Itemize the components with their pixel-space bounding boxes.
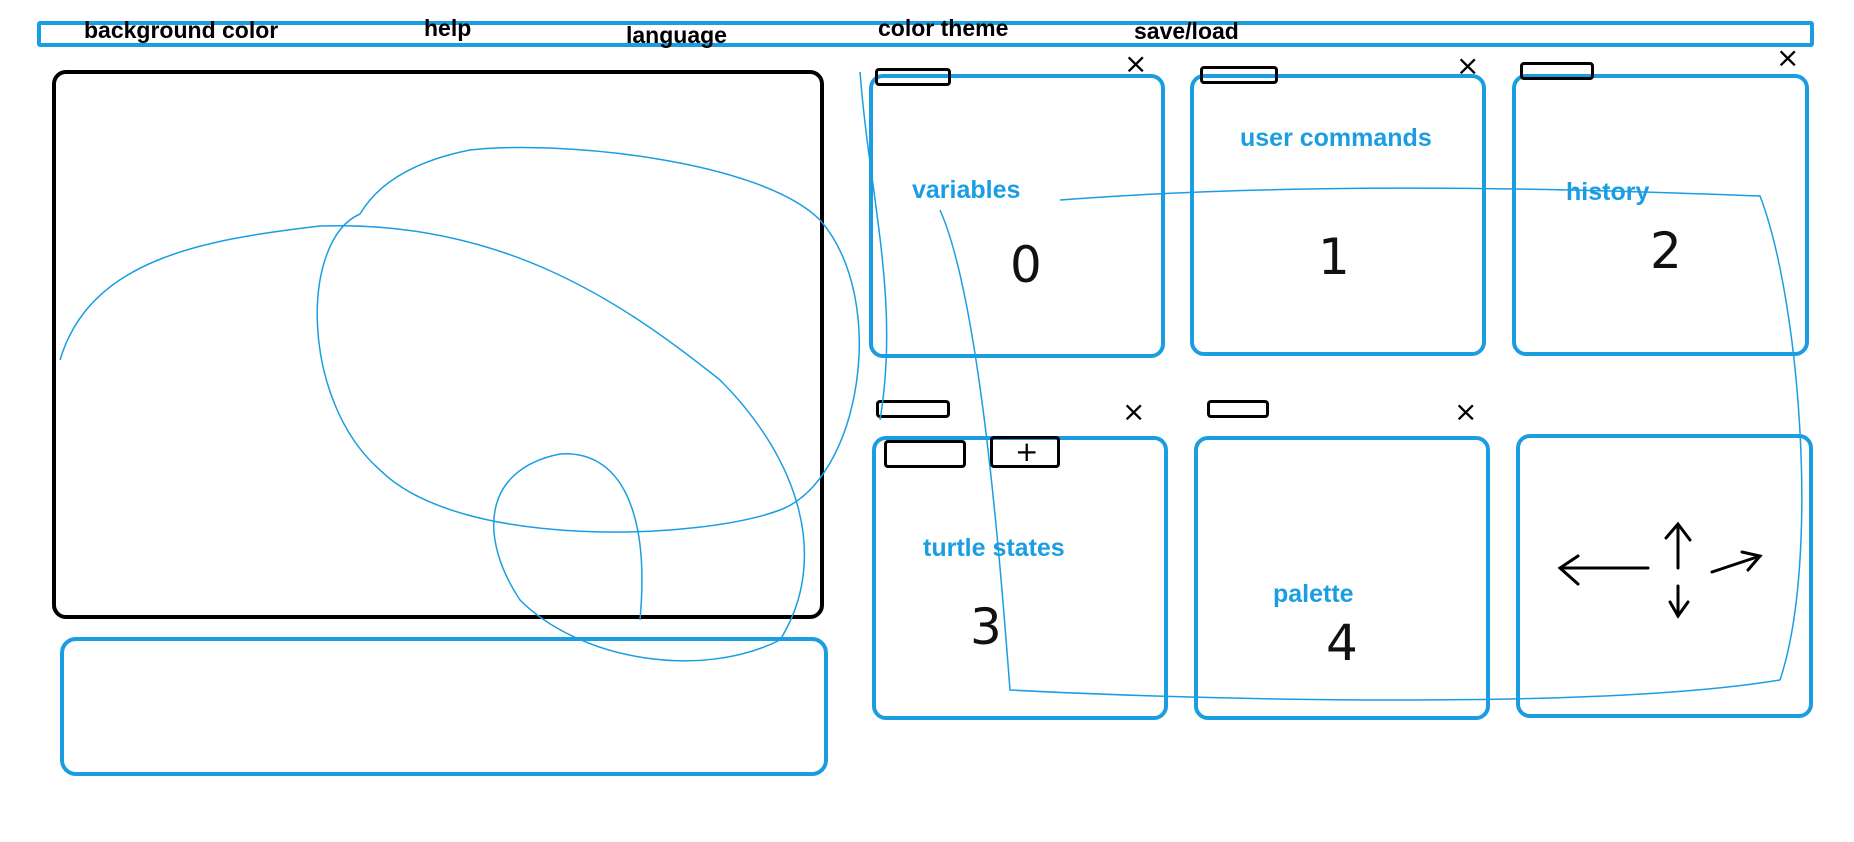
panel-palette[interactable] [1194,436,1490,720]
panel-history[interactable] [1512,74,1809,356]
panel-label-turtle-states: turtle states [923,534,1065,562]
panel-label-palette: palette [1273,580,1354,608]
close-icon[interactable]: × [1454,395,1478,428]
add-icon: + [1015,435,1039,468]
turtle-canvas[interactable] [52,70,824,619]
menu-color-theme[interactable]: color theme [878,15,1009,41]
menu-help[interactable]: help [424,15,472,41]
panel-movement-controls[interactable] [1516,434,1813,718]
menu-save-load[interactable]: save/load [1134,18,1239,44]
arrow-right-icon[interactable] [1710,550,1763,574]
panel-index-history: 2 [1650,222,1682,280]
menu-bar [37,21,1814,47]
panel-variables[interactable] [869,74,1165,358]
close-icon[interactable]: × [1124,47,1148,80]
tab-handle-turtle-states[interactable] [876,400,950,418]
arrow-down-icon[interactable] [1668,584,1690,619]
panel-index-turtle-states: 3 [970,598,1002,656]
command-console[interactable] [60,637,828,776]
panel-user-commands[interactable] [1190,74,1486,356]
sketch-lines [59,71,1803,701]
panel-index-user-commands: 1 [1318,228,1350,286]
arrow-left-icon[interactable] [1557,554,1650,586]
tab-handle-palette[interactable] [1207,400,1269,418]
panel-label-variables: variables [912,176,1021,204]
close-icon[interactable]: × [1122,395,1146,428]
tab-handle-user-commands[interactable] [1200,66,1278,84]
turtle-select-button[interactable] [884,440,966,468]
panel-label-user-commands: user commands [1240,124,1432,152]
arrow-up-icon[interactable] [1664,521,1692,570]
close-icon[interactable]: × [1776,41,1800,74]
tab-handle-history[interactable] [1520,62,1594,80]
panel-index-palette: 4 [1326,614,1358,672]
menu-language[interactable]: language [626,22,727,48]
tab-handle-variables[interactable] [875,68,951,86]
menu-background-color[interactable]: background color [84,17,279,43]
add-turtle-button[interactable]: + [990,435,1060,468]
close-icon[interactable]: × [1456,49,1480,82]
panel-index-variables: 0 [1010,236,1042,294]
